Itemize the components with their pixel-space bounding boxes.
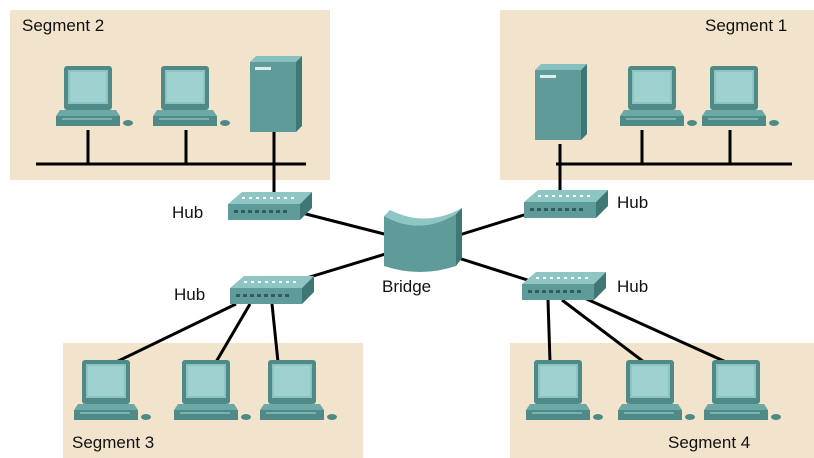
pc-icon	[620, 66, 697, 126]
hub-icon	[228, 192, 312, 220]
segment-3-label: Segment 3	[72, 433, 155, 452]
segment-2-label: Segment 2	[22, 16, 105, 35]
hub-icon	[524, 190, 608, 218]
bridge-icon	[384, 208, 462, 272]
hub-label: Hub	[172, 203, 204, 222]
pc-icon	[618, 360, 695, 420]
server-icon	[535, 64, 587, 140]
segment-1-label: Segment 1	[705, 16, 788, 35]
hub-label: Hub	[617, 193, 649, 212]
hub-label: Hub	[174, 285, 206, 304]
server-icon	[250, 56, 302, 132]
hub-icon	[230, 276, 314, 304]
segment-4-label: Segment 4	[668, 433, 751, 452]
hub-label: Hub	[617, 277, 649, 296]
hub-icon	[522, 272, 606, 300]
pc-icon	[56, 66, 133, 126]
pc-icon	[74, 360, 151, 420]
pc-icon	[174, 360, 251, 420]
pc-icon	[260, 360, 337, 420]
pc-icon	[153, 66, 230, 126]
pc-icon	[526, 360, 603, 420]
pc-icon	[702, 66, 779, 126]
bridge-label: Bridge	[382, 277, 432, 296]
pc-icon	[704, 360, 781, 420]
